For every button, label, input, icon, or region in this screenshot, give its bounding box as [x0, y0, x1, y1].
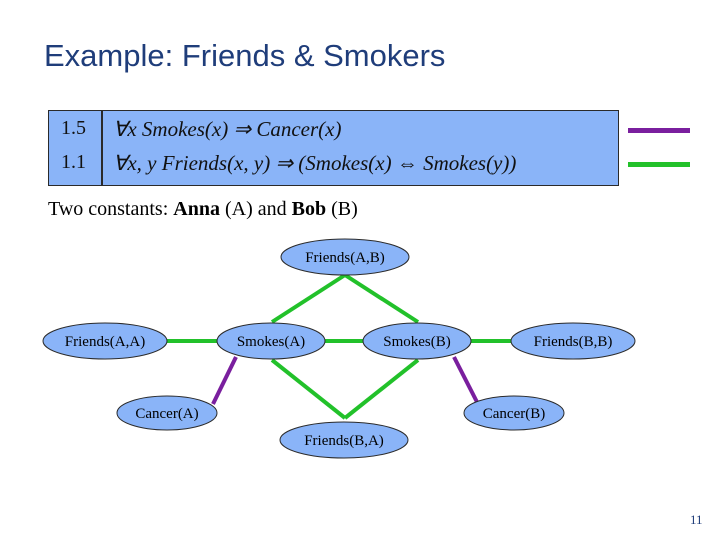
node-label-friends-a-b: Friends(A,B) — [305, 250, 385, 266]
constant-name-bob: Bob — [291, 198, 327, 220]
edge-friends-ab-smokes-a — [270, 273, 347, 324]
node-label-cancer-b: Cancer(B) — [483, 406, 545, 422]
formula-table: 1.5 ∀x Smokes(x) ⇒ Cancer(x) 1.1 ∀x, y F… — [48, 110, 619, 186]
constants-abbr-2: (B) — [326, 198, 358, 220]
node-friends-b-b: Friends(B,B) — [510, 322, 636, 360]
node-label-smokes-b: Smokes(B) — [383, 334, 451, 350]
node-label-friends-b-a: Friends(B,A) — [304, 433, 384, 449]
constants-prefix: Two constants: — [48, 198, 174, 220]
node-label-friends-a-a: Friends(A,A) — [65, 334, 145, 350]
node-label-cancer-a: Cancer(A) — [135, 406, 198, 422]
node-smokes-a: Smokes(A) — [216, 322, 326, 360]
formula-text-2: ∀x, y Friends(x, y) ⇒ (Smokes(x) ⇔ Smoke… — [113, 151, 517, 175]
edge-smokes-b-cancer-b — [452, 356, 480, 405]
node-smokes-b: Smokes(B) — [362, 322, 472, 360]
formula-text-1: ∀x Smokes(x) ⇒ Cancer(x) — [113, 117, 342, 141]
constant-name-anna: Anna — [173, 198, 220, 220]
page-number: 11 — [690, 512, 703, 527]
node-cancer-b: Cancer(B) — [463, 395, 565, 431]
legend-line-friends — [628, 162, 690, 167]
formula-weight-1: 1.5 — [61, 117, 86, 139]
node-friends-a-b: Friends(A,B) — [280, 238, 410, 276]
edge-smokes-a-friends-ba — [270, 358, 347, 420]
node-friends-b-a: Friends(B,A) — [279, 421, 409, 459]
node-friends-a-a: Friends(A,A) — [42, 322, 168, 360]
formula-divider — [101, 111, 103, 185]
slide-title: Example: Friends & Smokers — [44, 38, 446, 73]
formula-weight-2: 1.1 — [61, 151, 86, 173]
legend-line-smokes-cancer — [628, 128, 690, 133]
edge-friends-ab-smokes-b — [343, 273, 420, 324]
constants-line: Two constants: Anna (A) and Bob (B) — [48, 198, 358, 221]
node-cancer-a: Cancer(A) — [116, 395, 218, 431]
edge-smokes-a-cancer-a — [211, 356, 238, 405]
edge-smokes-b-friends-ba — [343, 358, 420, 420]
constants-abbr-1: (A) and — [219, 198, 292, 220]
node-label-smokes-a: Smokes(A) — [237, 334, 305, 350]
node-label-friends-b-b: Friends(B,B) — [534, 334, 613, 350]
